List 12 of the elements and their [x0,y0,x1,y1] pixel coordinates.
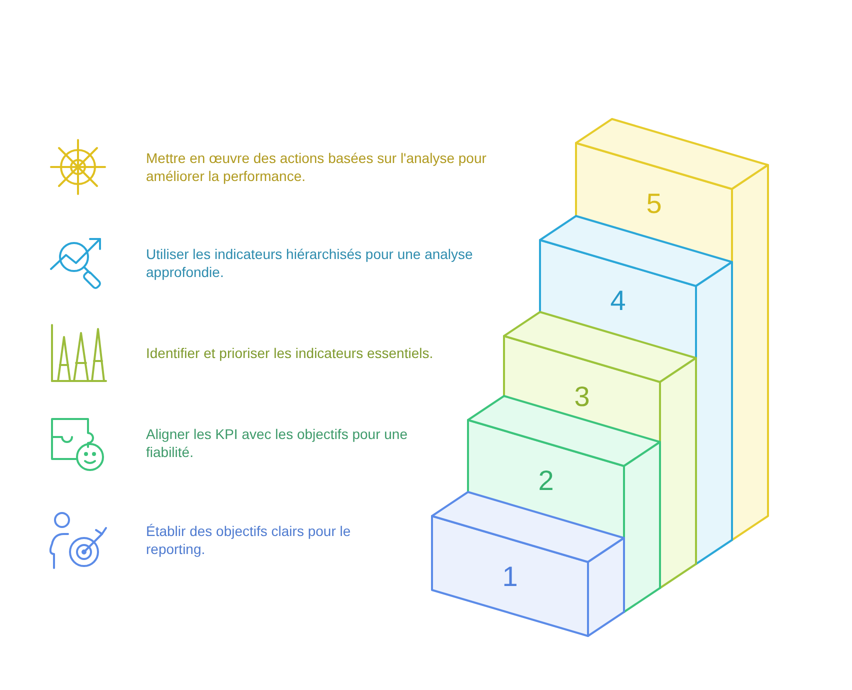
step-block [575,118,769,541]
step-description: Établir des objectifs clairs pour le reporting. [146,522,352,558]
step-description: Utiliser les indicateurs hiérarchisés pour une analyse approfondie. [146,245,474,281]
step-number: 2 [538,465,554,496]
step-number: 3 [574,381,590,412]
step-block [431,491,625,637]
step-number: 5 [646,188,662,219]
step-description: Identifier et prioriser les indicateurs essentiels. [146,344,434,362]
step-number: 4 [610,285,626,316]
step-number: 1 [502,561,518,592]
step-description: Mettre en œuvre des actions basées sur l'analyse pour améliorer la performance. [146,149,488,185]
step-description: Aligner les KPI avec les objectifs pour une fiabilité. [146,425,408,461]
